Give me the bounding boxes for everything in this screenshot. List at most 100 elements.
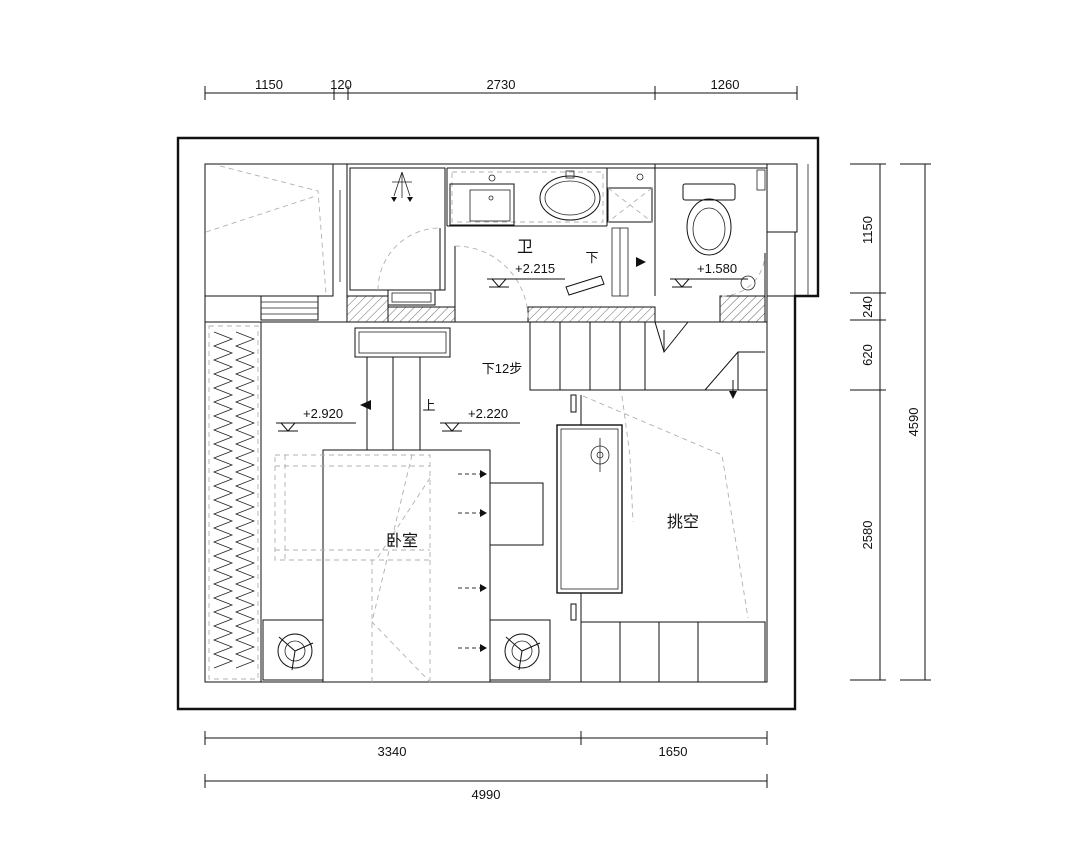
side-table — [489, 482, 544, 546]
sink-basin — [469, 189, 511, 222]
nightstand-outline — [489, 619, 551, 681]
wardrobe — [208, 322, 262, 682]
hanger-zigzag — [234, 331, 256, 669]
faucet-icon — [565, 170, 575, 179]
elevation-label: +2.215 — [515, 261, 555, 276]
dimension-label: 1650 — [659, 744, 688, 759]
void-area: 挑空 — [556, 394, 766, 683]
nightstand-left — [262, 619, 324, 681]
oval-sink — [539, 170, 601, 221]
ladder-top-inner — [358, 331, 447, 354]
bathroom: 卫 下 — [446, 167, 655, 320]
void-dashed-line — [582, 395, 749, 619]
dimension-label: 240 — [860, 296, 875, 318]
dimension-label: 120 — [330, 77, 352, 92]
dimension-label: 1150 — [255, 77, 283, 92]
lamp-line — [505, 636, 523, 652]
toilet-icon — [682, 183, 736, 256]
sink-outline — [449, 183, 515, 226]
door-stop — [570, 394, 577, 413]
lamp-icon — [277, 633, 313, 669]
storage-box — [204, 163, 334, 297]
shower-door-swing — [377, 227, 441, 291]
elevation-label: +2.920 — [303, 406, 343, 421]
shower-spray-line — [393, 171, 403, 197]
storage-dashed-line — [219, 165, 327, 295]
elevation-triangle — [443, 422, 461, 432]
top-left-storage — [204, 163, 348, 297]
elevation-label: +2.220 — [468, 406, 508, 421]
threshold-inner — [391, 292, 432, 303]
railing — [556, 424, 623, 594]
shower-outline — [349, 167, 446, 291]
elevation-triangle — [490, 278, 508, 288]
elevation-marker-toilet: +1.580 — [670, 261, 748, 288]
elevation-symbol — [276, 422, 356, 432]
right-arrow-icon — [636, 257, 646, 267]
pipe-icon — [756, 169, 766, 191]
structural-column — [766, 231, 796, 297]
room-label-bedroom: 卧室 — [386, 532, 418, 550]
cabinet-cross — [607, 187, 653, 223]
threshold-box — [387, 289, 436, 306]
top-dimension-chain: 1150 120 2730 1260 — [204, 77, 798, 100]
stair-outline — [529, 321, 646, 391]
elevation-label: +1.580 — [697, 261, 737, 276]
sink-drain — [488, 195, 494, 201]
dimension-label: 1260 — [711, 77, 740, 92]
door-stop — [570, 603, 577, 621]
hatched-wall-segment — [527, 306, 656, 323]
drain-icon-inner — [596, 451, 604, 459]
oval-sink-outline — [539, 175, 601, 221]
square-sink — [449, 174, 515, 226]
faucet-icon — [488, 174, 496, 182]
elevation-marker-bedroom: +2.920 — [276, 406, 356, 432]
railing-outer — [556, 424, 623, 594]
lamp-line — [294, 642, 314, 652]
door-stop — [740, 275, 756, 291]
shower-head-icon — [391, 171, 413, 202]
bottom-total-dimension: 4990 — [204, 774, 768, 802]
futon-dashed-outline — [274, 454, 431, 561]
arrow-head — [480, 644, 487, 652]
elevation-symbol — [487, 278, 565, 288]
bathroom-step — [565, 275, 605, 296]
main-stair: 下12步 — [482, 321, 767, 399]
hatched-wall-segment — [346, 295, 389, 323]
bedroom: 卧室 — [262, 449, 551, 683]
floor-drain-icon — [636, 173, 644, 181]
hanger-zigzag — [212, 331, 234, 669]
elevation-symbol — [670, 278, 748, 288]
dimension-label: 2730 — [487, 77, 516, 92]
dashed-arrow — [458, 470, 487, 478]
lamp-inner — [284, 640, 306, 662]
railing-inner — [560, 428, 619, 590]
counter-dashed-outline — [451, 171, 604, 223]
stair-down-label: 下 — [585, 250, 598, 265]
mid-wall-strip — [205, 289, 767, 323]
bottom-dimension-chain: 3340 1650 — [204, 731, 768, 759]
dimension-label: 4990 — [472, 787, 501, 802]
arrow-head — [480, 470, 487, 478]
lamp-line — [291, 650, 296, 671]
oval-sink-basin — [544, 180, 596, 216]
lower-stair — [580, 621, 766, 683]
dimension-label: 4590 — [906, 408, 921, 437]
elevation-symbol — [440, 422, 520, 432]
elevation-triangle — [279, 422, 297, 432]
ladder-up-label: 上 — [422, 398, 435, 413]
shower-spray-line — [401, 171, 411, 197]
dimension-label: 620 — [860, 344, 875, 366]
void-dashed-line — [621, 395, 634, 523]
lamp-inner — [511, 640, 533, 662]
room-label-void: 挑空 — [667, 513, 699, 531]
cabinet-outline — [607, 187, 653, 223]
drain-icon — [590, 445, 610, 465]
left-arrow-icon — [360, 400, 371, 410]
dimension-label: 2580 — [860, 521, 875, 550]
elevation-marker-bathroom: +2.215 — [487, 261, 565, 288]
toilet-bowl — [686, 198, 732, 256]
ladder: 上 — [354, 327, 451, 451]
wardrobe-dashed-outline — [208, 325, 259, 680]
